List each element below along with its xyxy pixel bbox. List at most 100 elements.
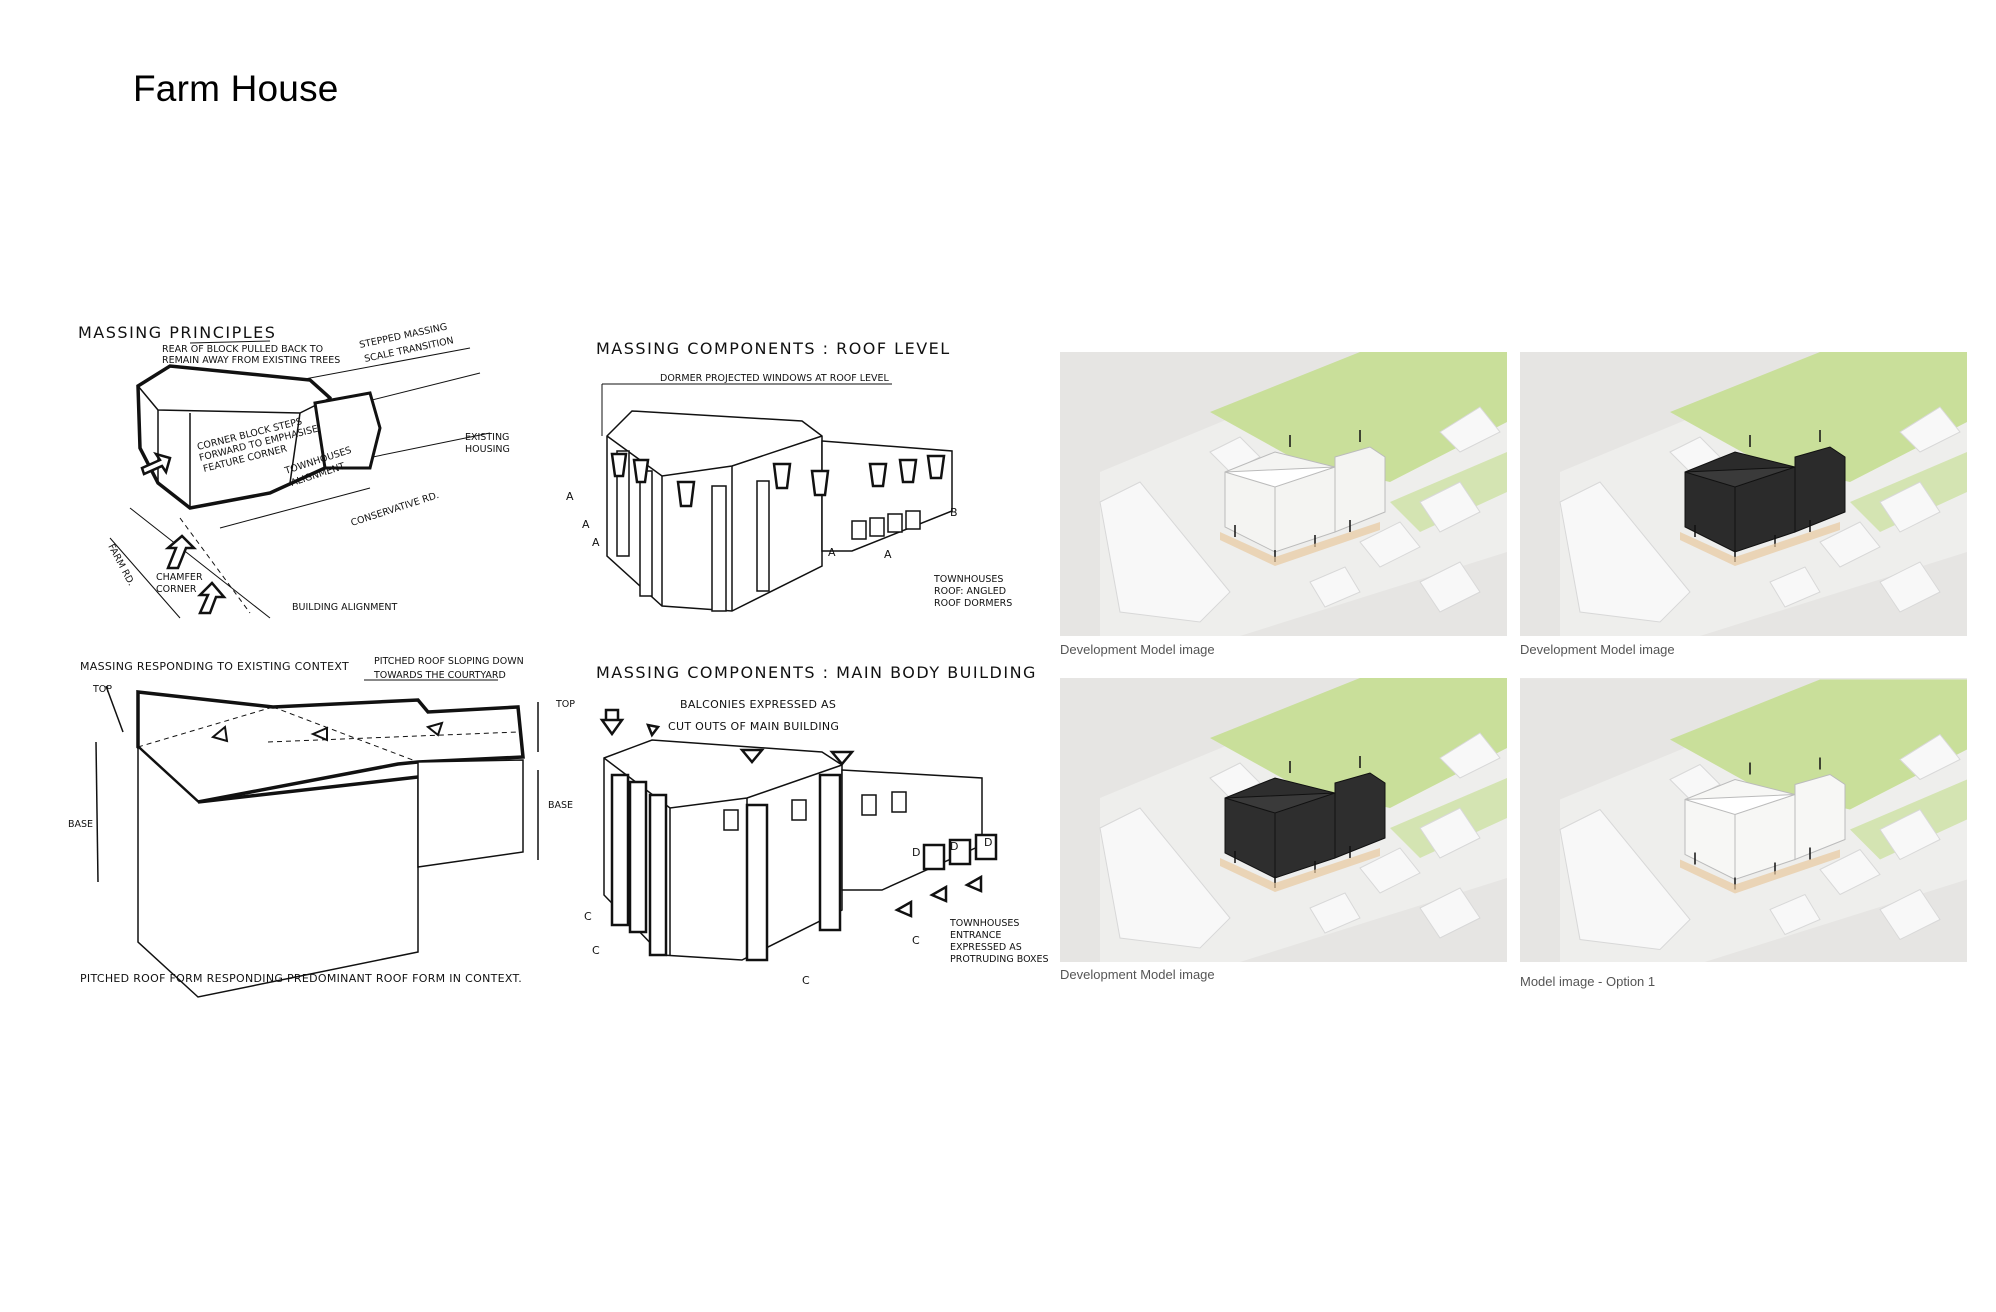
context-block [1879,888,1941,941]
heading: MASSING COMPONENTS : ROOF LEVEL [596,339,951,358]
hero-model [1224,772,1386,879]
context-block [1419,481,1481,533]
context-block [1439,732,1501,779]
model-scene [1520,352,1967,636]
svg-text:CORNER: CORNER [156,584,197,595]
hero-model [1224,446,1386,553]
svg-text:ROOF: ANGLED: ROOF: ANGLED [934,586,1006,597]
heading: MASSING COMPONENTS : MAIN BODY BUILDING [596,663,1037,682]
context-block [1899,733,1961,781]
model-photo-1 [1060,352,1507,636]
context-block [1419,887,1481,939]
context-block [1769,893,1821,936]
model-scene [1060,352,1507,636]
sketch-massing-principles: MASSING PRINCIPLES REAR OF BLOCK PULLED … [70,318,510,619]
context-block [1099,807,1231,949]
photo-caption: Development Model image [1060,642,1215,657]
context-block [1879,808,1941,861]
svg-text:BASE: BASE [548,800,573,811]
green-space [1670,679,1967,810]
svg-text:BALCONIES EXPRESSED AS: BALCONIES EXPRESSED AS [680,698,836,711]
context-block [1309,566,1361,608]
svg-text:A: A [828,546,836,559]
svg-text:C: C [912,934,920,947]
svg-text:A: A [566,490,574,503]
context-block [1419,561,1481,613]
svg-text:TOWNHOUSES: TOWNHOUSES [933,574,1003,585]
svg-text:REAR OF BLOCK PULLED BACK TO: REAR OF BLOCK PULLED BACK TO [162,344,323,355]
svg-text:C: C [802,974,810,987]
context-block [1559,808,1691,951]
context-block [1879,481,1941,533]
green-space [1210,352,1507,482]
site-edge [1220,522,1380,566]
svg-text:ROOF DORMERS: ROOF DORMERS [934,598,1012,609]
photo-caption: Model image - Option 1 [1520,974,1656,989]
svg-text:A: A [884,548,892,561]
model-scene [1520,679,1967,962]
svg-text:DORMER PROJECTED WINDOWS AT RO: DORMER PROJECTED WINDOWS AT ROOF LEVEL [660,373,890,384]
context-block [1559,481,1691,623]
svg-text:EXPRESSED AS: EXPRESSED AS [950,942,1022,953]
context-block [1359,847,1421,894]
context-block [1099,481,1231,623]
context-block [1819,521,1881,568]
svg-text:PITCHED ROOF SLOPING DOWN: PITCHED ROOF SLOPING DOWN [374,656,524,667]
massing-principles-drawing: MASSING PRINCIPLES REAR OF BLOCK PULLED … [78,322,510,619]
svg-text:BASE: BASE [68,819,93,830]
svg-text:B: B [950,506,958,519]
sketch-existing-context: MASSING RESPONDING TO EXISTING CONTEXT P… [68,652,575,998]
context-block [1439,406,1501,453]
svg-text:A: A [582,518,590,531]
sketch-roof-level: MASSING COMPONENTS : ROOF LEVEL DORMER P… [552,336,1012,646]
svg-text:D: D [984,836,993,849]
svg-text:TOP: TOP [555,699,575,710]
context-block [1359,521,1421,568]
svg-text:A: A [592,536,600,549]
svg-text:FARM RD.: FARM RD. [105,542,136,588]
site-edge [1680,849,1840,894]
svg-text:EXISTING: EXISTING [465,432,509,443]
sketch-main-body: MASSING COMPONENTS : MAIN BODY BUILDING … [552,660,1049,1000]
svg-text:CONSERVATIVE RD.: CONSERVATIVE RD. [350,490,441,529]
photo-caption: Development Model image [1520,642,1675,657]
green-space [1210,678,1507,808]
model-photo-4 [1520,678,1967,962]
site-edge [1680,522,1840,566]
model-photo-2 [1520,352,1967,636]
context-block [1879,561,1941,613]
photo-caption: Development Model image [1060,967,1215,982]
svg-text:HOUSING: HOUSING [465,444,510,455]
svg-text:PITCHED ROOF FORM RESPONDING P: PITCHED ROOF FORM RESPONDING PREDOMINANT… [80,972,522,985]
svg-text:D: D [912,846,921,859]
svg-text:TOP: TOP [92,684,112,695]
hero-model [1684,446,1846,553]
svg-text:TOWNHOUSES: TOWNHOUSES [949,918,1019,929]
svg-text:PROTRUDING BOXES: PROTRUDING BOXES [950,954,1049,965]
svg-text:D: D [950,840,959,853]
svg-text:BUILDING ALIGNMENT: BUILDING ALIGNMENT [292,602,398,613]
svg-text:REMAIN AWAY FROM EXISTING TREE: REMAIN AWAY FROM EXISTING TREES [162,355,340,366]
svg-text:CHAMFER: CHAMFER [156,572,203,583]
green-space [1670,352,1967,482]
context-block [1309,892,1361,934]
svg-text:C: C [592,944,600,957]
context-block [1769,566,1821,608]
main-body-drawing: MASSING COMPONENTS : MAIN BODY BUILDING … [584,663,1049,987]
svg-text:ENTRANCE: ENTRANCE [950,930,1001,941]
page-title: Farm House [133,68,339,109]
heading: MASSING PRINCIPLES [78,323,276,342]
existing-context-drawing: MASSING RESPONDING TO EXISTING CONTEXT P… [68,656,575,998]
svg-text:CUT OUTS OF MAIN BUILDING: CUT OUTS OF MAIN BUILDING [668,720,839,733]
roof-level-drawing: MASSING COMPONENTS : ROOF LEVEL DORMER P… [566,339,1012,612]
model-photo-3 [1060,678,1507,962]
site-edge [1220,848,1380,892]
hero-model [1684,773,1846,881]
heading: MASSING RESPONDING TO EXISTING CONTEXT [80,660,349,673]
svg-text:C: C [584,910,592,923]
context-block [1899,406,1961,453]
svg-text:TOWARDS THE COURTYARD: TOWARDS THE COURTYARD [373,670,506,681]
context-block [1419,807,1481,859]
context-block [1819,848,1881,896]
model-scene [1060,678,1507,962]
